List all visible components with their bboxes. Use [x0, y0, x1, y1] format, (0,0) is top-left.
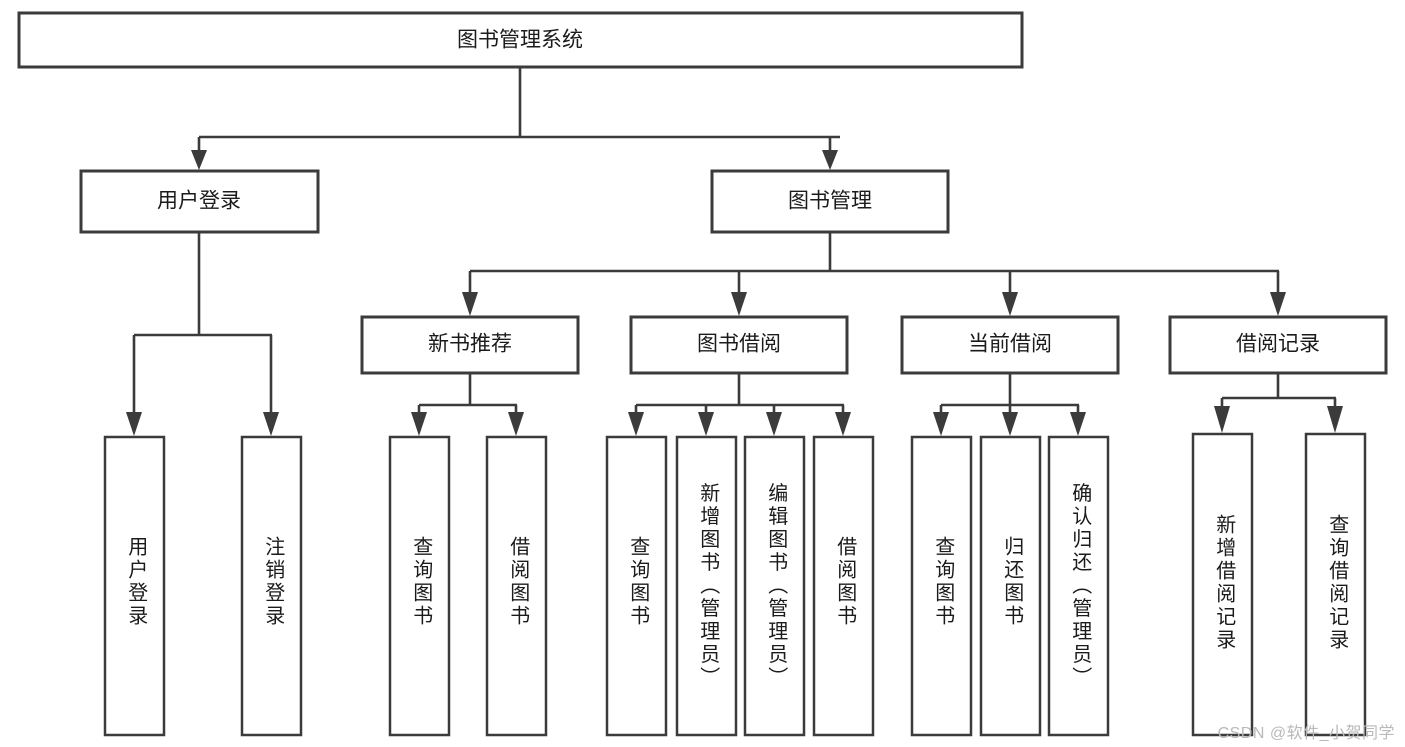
arrow-head-book-borrow	[731, 292, 747, 316]
node-leaf-confirm-return[interactable]: 确认归还（管理员）	[1047, 435, 1110, 737]
node-user-login-box[interactable]	[79, 169, 320, 234]
node-leaf-add-book[interactable]: 新增图书（管理员）	[675, 435, 738, 737]
node-user-login[interactable]: 用户登录	[79, 169, 320, 234]
arrow-head-leaf-logout-login	[263, 412, 279, 436]
node-book-borrow-label: 图书借阅	[697, 333, 781, 356]
node-root-box[interactable]	[17, 11, 1024, 69]
arrow-head-leaf-return-book	[1002, 412, 1018, 436]
node-leaf-query-book-2-box[interactable]	[605, 435, 668, 737]
node-user-login-label: 用户登录	[157, 190, 241, 213]
node-leaf-confirm-return-box[interactable]	[1047, 435, 1110, 737]
node-leaf-borrow-book-2-label: 借阅图书	[834, 536, 857, 628]
arrow-head-leaf-query-book-2	[628, 412, 644, 436]
node-root-label: 图书管理系统	[457, 29, 583, 52]
arrow-head-leaf-query-book-1	[411, 412, 427, 436]
node-new-book-recommend-label: 新书推荐	[428, 333, 512, 356]
node-new-book-recommend[interactable]: 新书推荐	[360, 315, 580, 375]
node-leaf-query-book-2-label: 查询图书	[627, 536, 650, 628]
node-book-management-box[interactable]	[710, 169, 950, 234]
node-borrow-record-label: 借阅记录	[1236, 333, 1320, 356]
node-leaf-query-book-2[interactable]: 查询图书	[605, 435, 668, 737]
node-leaf-user-login-box[interactable]	[103, 435, 166, 737]
arrow-head-borrow-record	[1270, 292, 1286, 316]
node-leaf-edit-book-box[interactable]	[743, 435, 806, 737]
node-borrow-record-box[interactable]	[1168, 315, 1388, 375]
node-leaf-query-book-3-label: 查询图书	[932, 536, 955, 628]
node-leaf-query-record[interactable]: 查询借阅记录	[1304, 432, 1367, 737]
node-new-book-recommend-box[interactable]	[360, 315, 580, 375]
node-leaf-user-login[interactable]: 用户登录	[103, 435, 166, 737]
node-borrow-record[interactable]: 借阅记录	[1168, 315, 1388, 375]
node-leaf-edit-book-label: 编辑图书（管理员）	[765, 482, 788, 689]
node-leaf-query-book-1[interactable]: 查询图书	[388, 435, 451, 737]
arrow-head-new-book-recommend	[462, 292, 478, 316]
node-leaf-add-book-label: 新增图书（管理员）	[697, 482, 720, 689]
node-leaf-query-book-1-label: 查询图书	[410, 536, 433, 628]
node-leaf-return-book[interactable]: 归还图书	[979, 435, 1042, 737]
arrow-head-leaf-user-login	[126, 412, 142, 436]
arrow-head-leaf-add-book	[698, 412, 714, 436]
node-current-borrow-box[interactable]	[900, 315, 1120, 375]
node-leaf-logout-login-label: 注销登录	[262, 536, 285, 628]
node-leaf-borrow-book-1-label: 借阅图书	[507, 536, 530, 628]
node-root[interactable]: 图书管理系统	[17, 11, 1024, 69]
node-book-borrow-box[interactable]	[629, 315, 849, 375]
node-leaf-logout-login-box[interactable]	[240, 435, 303, 737]
arrow-head-leaf-add-record	[1214, 406, 1230, 433]
node-current-borrow-label: 当前借阅	[968, 333, 1052, 356]
node-leaf-edit-book[interactable]: 编辑图书（管理员）	[743, 435, 806, 737]
csdn-watermark: CSDN @软件_小贺同学	[1217, 725, 1395, 742]
node-leaf-add-record-box[interactable]	[1191, 432, 1254, 737]
node-current-borrow[interactable]: 当前借阅	[900, 315, 1120, 375]
node-leaf-query-record-label: 查询借阅记录	[1326, 514, 1349, 652]
node-leaf-borrow-book-2[interactable]: 借阅图书	[812, 435, 875, 737]
node-leaf-confirm-return-label: 确认归还（管理员）	[1069, 482, 1092, 689]
node-book-management[interactable]: 图书管理	[710, 169, 950, 234]
node-leaf-add-record-label: 新增借阅记录	[1213, 514, 1236, 652]
node-leaf-borrow-book-1[interactable]: 借阅图书	[485, 435, 548, 737]
arrow-head-leaf-borrow-book-1	[508, 412, 524, 436]
node-leaf-logout-login[interactable]: 注销登录	[240, 435, 303, 737]
node-leaf-query-book-3[interactable]: 查询图书	[910, 435, 973, 737]
node-leaf-borrow-book-1-box[interactable]	[485, 435, 548, 737]
node-leaf-borrow-book-2-box[interactable]	[812, 435, 875, 737]
node-leaf-query-record-box[interactable]	[1304, 432, 1367, 737]
arrow-head-user-login	[191, 150, 207, 170]
node-leaf-return-book-box[interactable]	[979, 435, 1042, 737]
node-leaf-add-book-box[interactable]	[675, 435, 738, 737]
arrow-head-book-management	[822, 150, 838, 170]
arrow-head-current-borrow	[1002, 292, 1018, 316]
node-book-management-label: 图书管理	[788, 190, 872, 213]
node-leaf-user-login-label: 用户登录	[125, 536, 148, 628]
arrow-head-leaf-confirm-return	[1070, 412, 1086, 436]
node-leaf-add-record[interactable]: 新增借阅记录	[1191, 432, 1254, 737]
arrow-head-leaf-borrow-book-2	[835, 412, 851, 436]
arrow-head-leaf-query-book-3	[933, 412, 949, 436]
node-leaf-query-book-3-box[interactable]	[910, 435, 973, 737]
node-leaf-return-book-label: 归还图书	[1001, 536, 1024, 628]
node-leaf-query-book-1-box[interactable]	[388, 435, 451, 737]
edges-layer	[126, 67, 1343, 436]
arrow-head-leaf-query-record	[1327, 406, 1343, 433]
node-book-borrow[interactable]: 图书借阅	[629, 315, 849, 375]
arrow-head-leaf-edit-book	[766, 412, 782, 436]
